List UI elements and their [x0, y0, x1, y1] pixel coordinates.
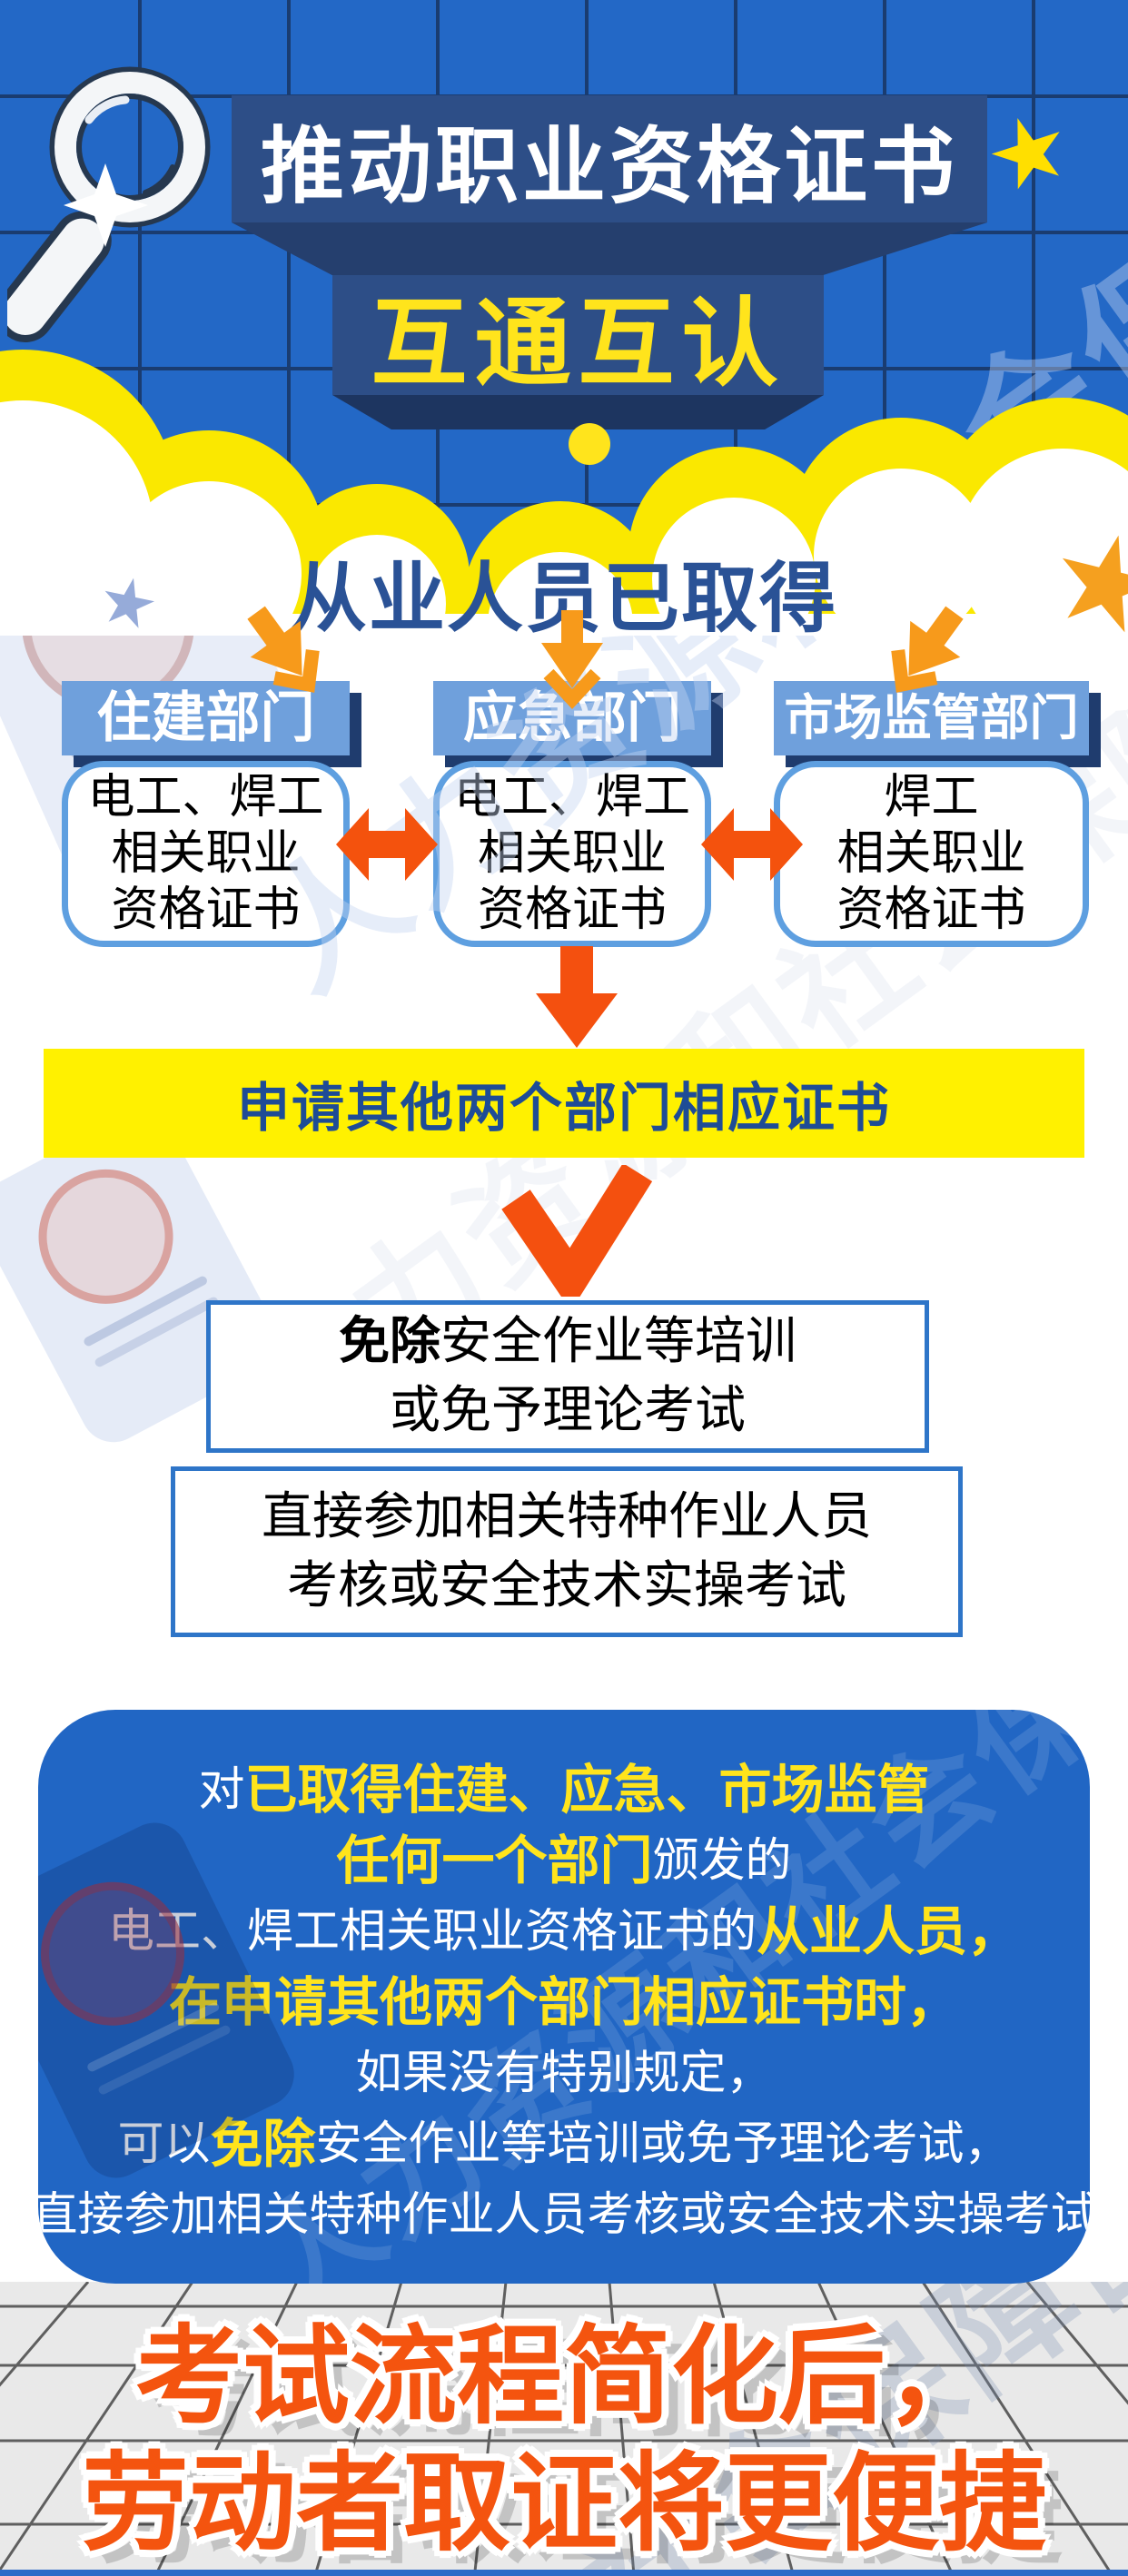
poster-title: 推动职业资格证书 — [260, 120, 958, 213]
department-column: 市场监管部门焊工相关职业资格证书 — [774, 681, 1089, 947]
summary-line: 直接参加相关特种作业人员考核或安全技术实操考试 — [38, 2188, 1090, 2240]
subtitle-panel: 互通互认 — [332, 275, 824, 398]
department-column: 应急部门电工、焊工相关职业资格证书 — [433, 681, 711, 947]
summary-line: 对已取得住建、应急、市场监管 — [198, 1761, 930, 1820]
summary-line: 任何一个部门颁发的 — [336, 1831, 792, 1890]
double-arrow-icon — [336, 808, 438, 881]
certificate-box: 电工、焊工相关职业资格证书 — [62, 761, 350, 947]
star-icon — [982, 106, 1075, 200]
department-header: 应急部门 — [433, 681, 711, 755]
cloud-border — [0, 350, 1128, 636]
certificate-line: 相关职业 — [111, 827, 301, 880]
direct-exam-box: 直接参加相关特种作业人员考核或安全技术实操考试 — [171, 1466, 963, 1637]
apply-banner: 申请其他两个部门相应证书 — [44, 1049, 1084, 1158]
subtitle-panel-fold — [332, 395, 824, 429]
summary-line: 如果没有特别规定， — [355, 2047, 773, 2098]
perspective-grid — [0, 2282, 1128, 2576]
bottom-edge — [0, 2570, 1128, 2576]
summary-line: 电工、焊工相关职业资格证书的从业人员， — [107, 1902, 1021, 1961]
certificate-line: 资格证书 — [111, 883, 301, 936]
arrow-down-icon — [536, 946, 618, 1048]
result-line: 免除安全作业等培训 — [339, 1314, 797, 1370]
certificate-box: 焊工相关职业资格证书 — [774, 761, 1089, 947]
dot-decoration — [569, 423, 610, 465]
certificate-line: 相关职业 — [836, 827, 1026, 880]
arrow-down-icon — [891, 606, 964, 693]
department-header: 住建部门 — [62, 681, 350, 755]
result-line: 直接参加相关特种作业人员 — [262, 1489, 872, 1545]
certificate-line: 资格证书 — [836, 883, 1026, 936]
result-line: 或免予理论考试 — [390, 1383, 746, 1439]
arrow-down-icon — [247, 606, 320, 693]
result-line: 考核或安全技术实操考试 — [287, 1558, 846, 1614]
certificate-line: 电工、焊工 — [453, 771, 690, 824]
footer-section: 和社会保障部 考试流程简化后， 劳动者取证将更便捷 — [0, 2282, 1128, 2576]
apply-banner-text: 申请其他两个部门相应证书 — [236, 1079, 891, 1138]
double-arrow-icon — [701, 808, 803, 881]
certificate-line: 资格证书 — [477, 883, 667, 936]
department-columns: 住建部门电工、焊工相关职业资格证书应急部门电工、焊工相关职业资格证书市场监管部门… — [0, 681, 1128, 953]
summary-panel: 人力资源和社会保障部 对已取得住建、应急、市场监管任何一个部门颁发的电工、焊工相… — [38, 1710, 1090, 2284]
poster-subtitle: 互通互认 — [371, 291, 786, 398]
title-panel: 推动职业资格证书 — [232, 95, 987, 222]
header-section: 推动职业资格证书 互通互认 — [0, 0, 1128, 617]
arrow-down-icon — [541, 610, 603, 710]
footer-slogan-line2: 劳动者取证将更便捷 — [81, 2445, 1046, 2564]
certificate-line: 相关职业 — [477, 827, 667, 880]
summary-lines: 对已取得住建、应急、市场监管任何一个部门颁发的电工、焊工相关职业资格证书的从业人… — [38, 1750, 1090, 2245]
magnifier-icon — [7, 66, 211, 342]
summary-line: 可以免除安全作业等培训或免予理论考试， — [117, 2115, 1011, 2174]
department-column: 住建部门电工、焊工相关职业资格证书 — [62, 681, 350, 947]
exemption-box: 免除安全作业等培训或免予理论考试 — [206, 1300, 929, 1453]
certificate-line: 电工、焊工 — [87, 771, 324, 824]
certificate-box: 电工、焊工相关职业资格证书 — [433, 761, 711, 947]
arrow-check-icon — [501, 1165, 652, 1297]
sparkle-star-icon — [64, 163, 148, 247]
department-header: 市场监管部门 — [774, 681, 1089, 755]
certificate-line: 焊工 — [884, 771, 979, 824]
footer-slogan-line1: 考试流程简化后， — [134, 2318, 993, 2437]
summary-line: 在申请其他两个部门相应证书时， — [168, 1973, 959, 2032]
